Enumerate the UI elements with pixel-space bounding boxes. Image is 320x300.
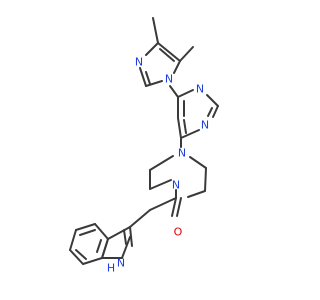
bond-carbonyl-o-double — [176, 197, 182, 217]
bond-pip-n4-c — [189, 156, 207, 169]
bonds — [69, 17, 219, 265]
atom-n-pyrimidine-lower: N — [201, 119, 209, 132]
bond-imid-n3-c2-double — [145, 71, 151, 85]
atom-n-imidazole-bottom: N — [165, 73, 173, 86]
bond-pip-c-n1-right — [187, 190, 206, 198]
bond-ind-c3-c2-double — [123, 229, 127, 245]
bond-ind-c4-c5 — [75, 223, 96, 231]
bond-imid-c4-c5 — [157, 42, 181, 62]
bond-pyr-n3-c4 — [180, 129, 200, 139]
bond-pip-n1-c-left — [149, 179, 172, 190]
bond-imid-c2-n1 — [145, 80, 163, 87]
bond-ind-c6-c7-double — [75, 249, 87, 260]
bond-ind-c2-n1 — [121, 236, 131, 259]
bond-imid-n3-c2 — [139, 67, 147, 87]
bond-ind-c7a-c3a-double — [96, 239, 102, 253]
bond-ch2-indole — [129, 209, 151, 228]
atom-h-indole: H — [107, 262, 115, 275]
bond-carbonyl-o — [171, 197, 177, 217]
bond-ind-c3-c2 — [129, 226, 133, 247]
bond-imid-pyrimidine — [169, 85, 179, 98]
atom-labels: N N N N N N O N H — [107, 56, 209, 275]
bond-pyr-c4-c5 — [177, 117, 182, 139]
atom-n-indole: N — [117, 257, 125, 270]
bond-pip-c-n4-left — [149, 155, 174, 171]
bond-imid-c4-n3 — [145, 42, 159, 56]
atom-n-piperazine-top: N — [178, 147, 186, 160]
bond-ind-c3a-c3 — [107, 226, 131, 240]
atom-n-pyrimidine-upper: N — [196, 83, 204, 96]
bond-pyr-n1-c2 — [206, 94, 219, 107]
bond-ind-c6-c7 — [69, 249, 84, 265]
bond-pyr-c2-n3-double — [207, 107, 213, 117]
bond-ind-c7a-c3a-inner — [101, 238, 109, 259]
bond-ind-c4-c5-double — [79, 229, 96, 236]
bond-imid-n1-c5 — [173, 60, 181, 74]
bond-carbonyl-ch2 — [149, 197, 177, 211]
bond-pyr-c4-c5-double — [183, 119, 187, 134]
bond-pip-c-c-right — [204, 167, 207, 192]
bond-methyl-upper — [152, 17, 159, 44]
bond-methyl-right — [179, 46, 194, 62]
bond-ind-c7-c7a — [82, 257, 103, 265]
bond-pyr-c6-n1 — [177, 89, 194, 98]
bond-ind-c5-c6 — [69, 229, 77, 251]
bond-pyr-c2-n3 — [212, 105, 219, 118]
bond-imid-c4-c5-double — [159, 48, 175, 62]
atom-o-carbonyl: O — [174, 226, 183, 239]
atom-n-imidazole-top: N — [135, 56, 143, 69]
molecule-structure: N N N N N N O N H — [69, 17, 219, 275]
atom-n-piperazine-bottom: N — [172, 179, 180, 192]
bond-ind-c3a-c4 — [94, 223, 109, 240]
